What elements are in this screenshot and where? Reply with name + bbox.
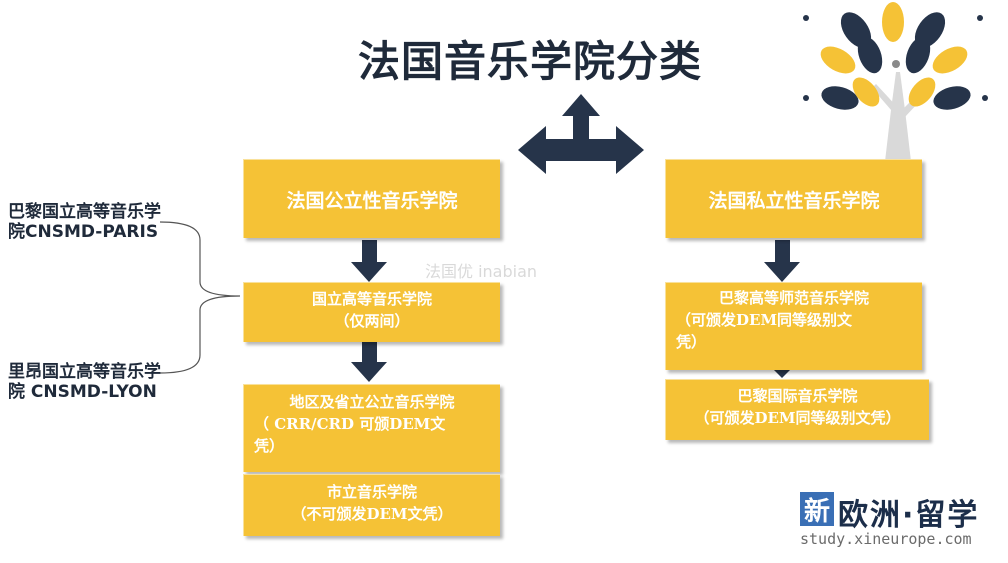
tree-logo-icon — [803, 2, 988, 170]
international-line-1: 巴黎国际音乐学院 — [737, 387, 858, 405]
watermark: 法国优 inabian — [425, 262, 538, 281]
international-line-2: （可颁发DEM同等级别文凭） — [694, 409, 901, 427]
cnsmd-paris-label: 巴黎国立高等音乐学 院CNSMD-PARIS — [8, 202, 161, 242]
national-line-2: （仅两间） — [334, 312, 410, 330]
regional-line-1: 地区及省立公立音乐学院 — [289, 393, 455, 411]
municipal-conservatory-box: 市立音乐学院 （不可颁发DEM文凭） — [243, 474, 500, 536]
public-heading: 法国公立性音乐学院 — [286, 189, 458, 212]
normale-conservatory-box: 巴黎高等师范音乐学院 （可颁发DEM同等级别文 凭） — [665, 282, 922, 370]
regional-line-3: 凭） — [254, 437, 285, 455]
regional-line-2: （ CRR/CRD 可颁DEM文 — [254, 415, 446, 433]
three-way-arrow — [518, 94, 644, 174]
international-conservatory-box: 巴黎国际音乐学院 （可颁发DEM同等级别文凭） — [665, 379, 929, 440]
private-conservatory-box: 法国私立性音乐学院 — [665, 159, 922, 238]
lyon-line-2: 院 CNSMD-LYON — [8, 382, 157, 402]
normale-line-1: 巴黎高等师范音乐学院 — [718, 289, 869, 307]
normale-line-2: （可颁发DEM同等级别文 — [676, 311, 853, 329]
cnsmd-lyon-label: 里昂国立高等音乐学 院 CNSMD-LYON — [8, 362, 161, 402]
logo-url: study.xineurope.com — [800, 530, 972, 548]
down-arrow-public-2 — [351, 340, 387, 382]
municipal-line-1: 市立音乐学院 — [326, 483, 417, 501]
logo-badge: 新 — [800, 492, 834, 527]
national-conservatory-box: 国立高等音乐学院 （仅两间） — [243, 282, 500, 342]
private-heading: 法国私立性音乐学院 — [708, 189, 880, 212]
regional-conservatory-box: 地区及省立公立音乐学院 （ CRR/CRD 可颁DEM文 凭） — [243, 384, 500, 472]
normale-line-3: 凭） — [676, 333, 707, 351]
down-arrow-private-1 — [764, 240, 800, 282]
page-title: 法国音乐学院分类 — [357, 37, 702, 86]
paris-line-2: 院CNSMD-PARIS — [8, 222, 159, 242]
logo-text: 欧洲·留学 — [838, 498, 980, 533]
lyon-line-1: 里昂国立高等音乐学 — [8, 362, 161, 382]
national-line-1: 国立高等音乐学院 — [311, 290, 432, 308]
municipal-line-2: （不可颁发DEM文凭） — [291, 505, 453, 523]
public-conservatory-box: 法国公立性音乐学院 — [243, 159, 500, 238]
paris-line-1: 巴黎国立高等音乐学 — [8, 202, 161, 222]
down-arrow-public-1 — [351, 240, 387, 282]
bracket — [159, 221, 241, 374]
